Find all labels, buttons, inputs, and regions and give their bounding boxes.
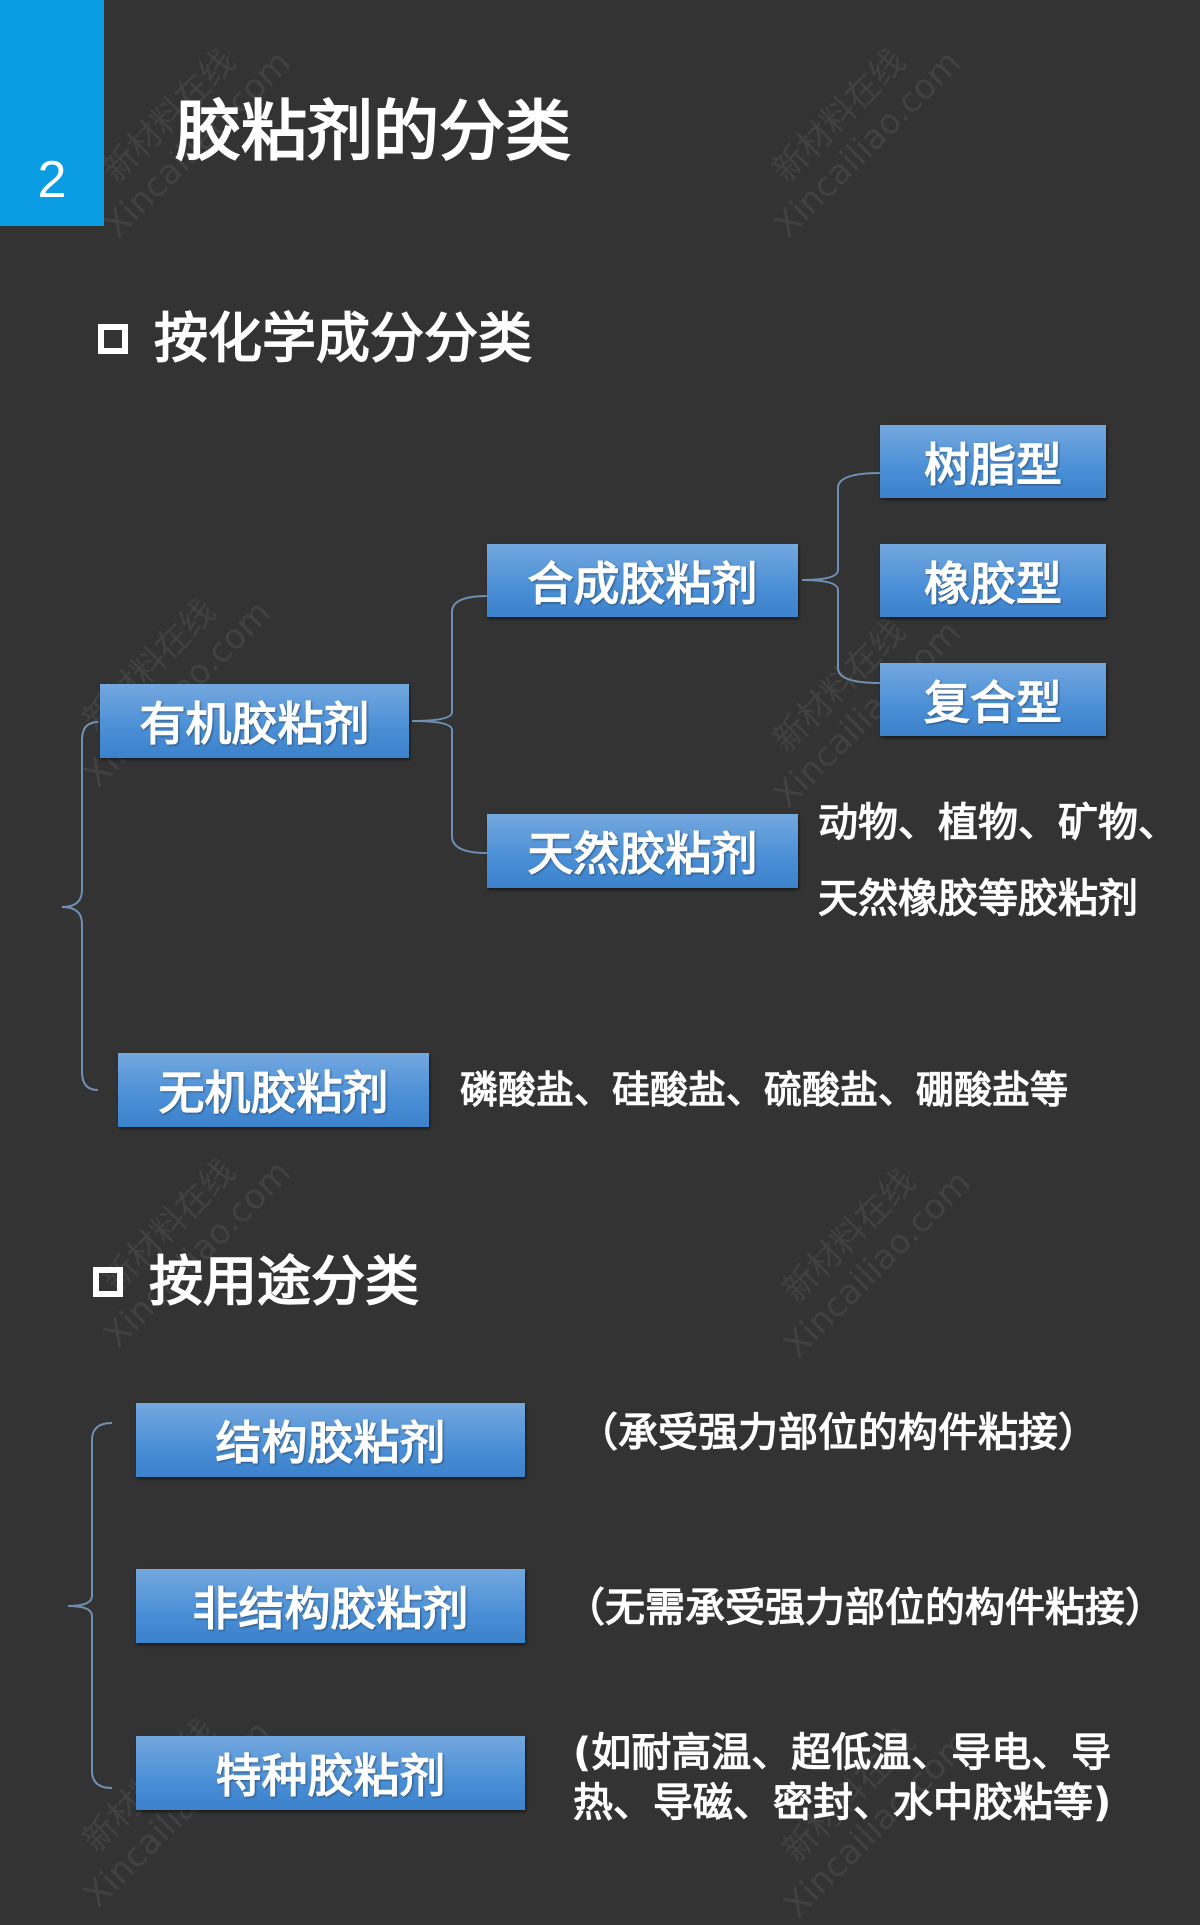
node-composite: 复合型: [880, 663, 1106, 736]
page-title: 胶粘剂的分类: [175, 93, 571, 170]
nonstructural-description: （无需承受强力部位的构件粘接）: [565, 1585, 1165, 1631]
heading-text: 按用途分类: [149, 1250, 419, 1313]
node-inorganic: 无机胶粘剂: [118, 1053, 429, 1127]
node-resin: 树脂型: [880, 425, 1106, 498]
heading-usage: 按用途分类: [93, 1250, 419, 1314]
node-nonstructural: 非结构胶粘剂: [136, 1569, 525, 1643]
natural-description: 动物、植物、矿物、 天然橡胶等胶粘剂: [818, 793, 1178, 929]
node-natural: 天然胶粘剂: [487, 814, 798, 888]
special-desc-line1: (如耐高温、超低温、导电、导: [573, 1730, 1112, 1776]
brace-root: [61, 721, 99, 1091]
node-special: 特种胶粘剂: [136, 1736, 525, 1810]
section-number: 2: [37, 151, 67, 209]
brace-synthetic: [801, 472, 881, 684]
inorganic-description: 磷酸盐、硅酸盐、硫酸盐、硼酸盐等: [460, 1068, 1069, 1112]
checkbox-bullet-icon: [98, 324, 128, 354]
special-desc-line2: 热、导磁、密封、水中胶粘等): [573, 1780, 1112, 1826]
node-organic: 有机胶粘剂: [100, 684, 409, 758]
node-structural: 结构胶粘剂: [136, 1403, 525, 1477]
heading-chemical: 按化学成分分类: [98, 307, 532, 371]
node-synthetic: 合成胶粘剂: [487, 544, 798, 617]
section-number-block: 2: [0, 0, 104, 226]
checkbox-bullet-icon: [93, 1267, 123, 1297]
structural-description: （承受强力部位的构件粘接）: [578, 1410, 1098, 1456]
brace-usage: [67, 1422, 113, 1789]
natural-desc-line2: 天然橡胶等胶粘剂: [818, 876, 1138, 922]
brace-organic: [411, 595, 488, 854]
natural-desc-line1: 动物、植物、矿物、: [818, 800, 1178, 846]
special-description: (如耐高温、超低温、导电、导 热、导磁、密封、水中胶粘等): [573, 1728, 1111, 1828]
heading-text: 按化学成分分类: [154, 307, 532, 370]
node-rubber: 橡胶型: [880, 544, 1106, 617]
